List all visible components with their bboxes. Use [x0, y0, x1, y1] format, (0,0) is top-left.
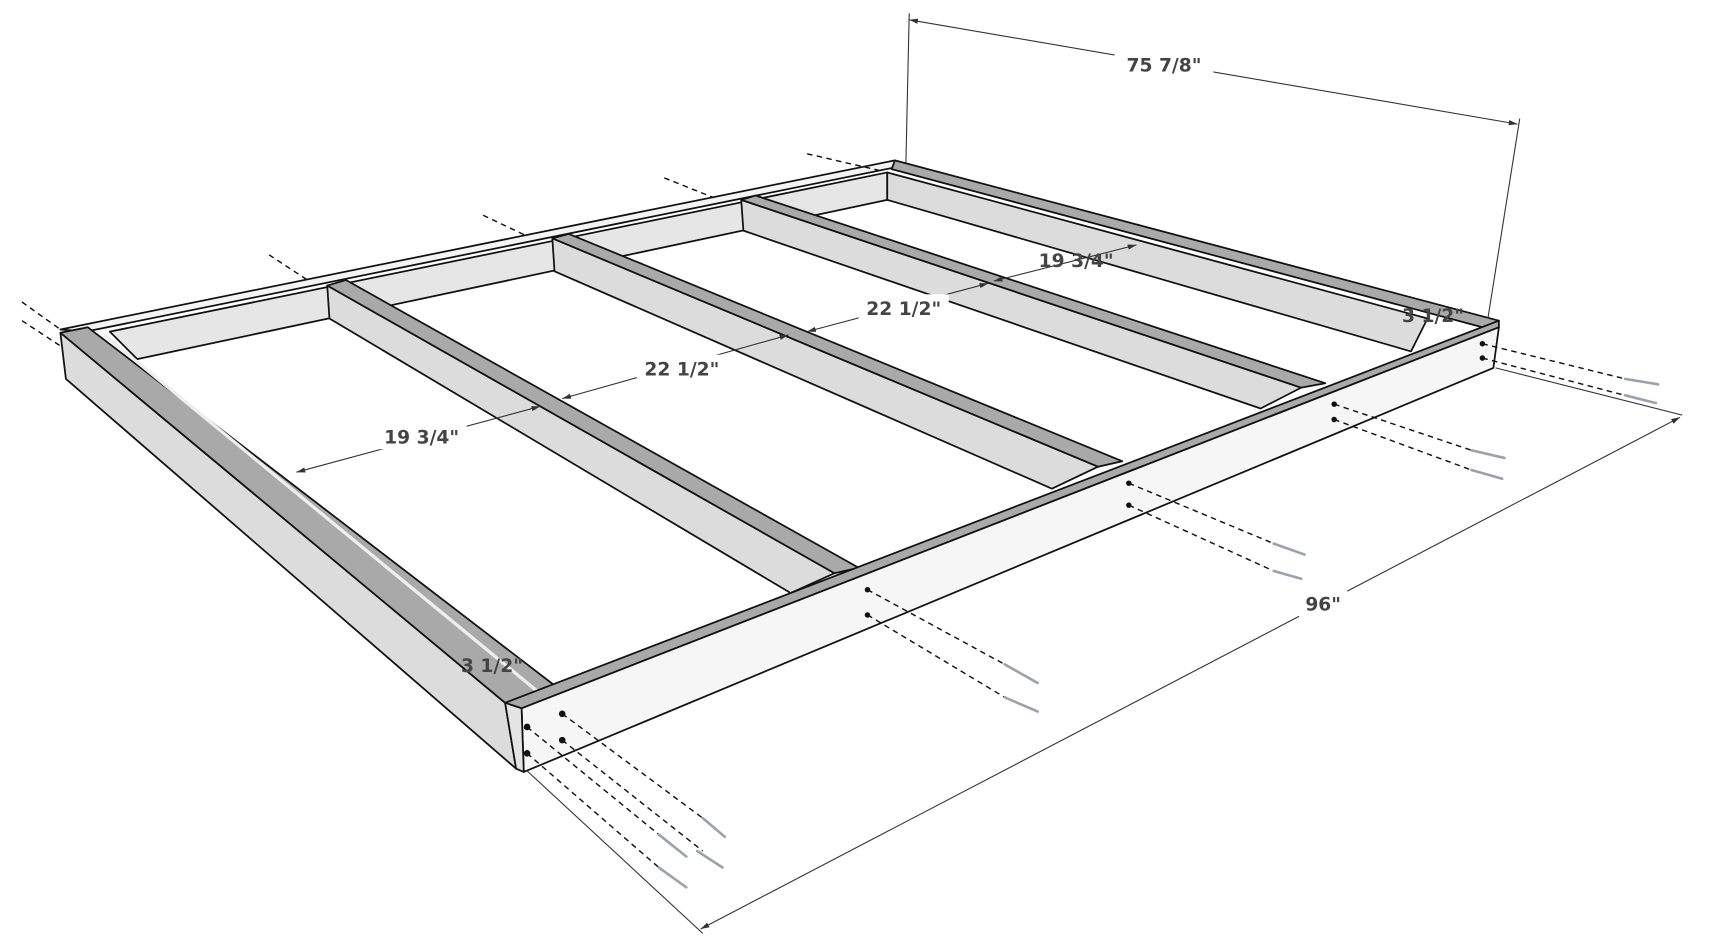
dimension-length: 96": [526, 367, 1683, 934]
dimension-spacings: 19 3/4" 22 1/2" 22 1/2" 19 3/4": [296, 244, 1137, 473]
dimension-label: 22 1/2": [644, 360, 719, 381]
dimension-width: 75 7/8": [905, 13, 1521, 319]
rail-height-label-front: 3 1/2": [461, 656, 523, 677]
dimension-label: 19 3/4": [1039, 251, 1114, 272]
front-rail: [504, 319, 1500, 773]
back-rail: [59, 159, 904, 360]
dimension-label: 19 3/4": [384, 428, 459, 449]
dimension-label: 22 1/2": [866, 299, 941, 320]
joist-3: [740, 194, 1327, 410]
dimension-label: 96": [1305, 595, 1341, 616]
right-side-rail: [886, 159, 1500, 353]
dimension-label: 75 7/8": [1126, 55, 1201, 76]
left-side-rail: [59, 326, 561, 770]
rail-height-label-back: 3 1/2": [1402, 306, 1464, 327]
